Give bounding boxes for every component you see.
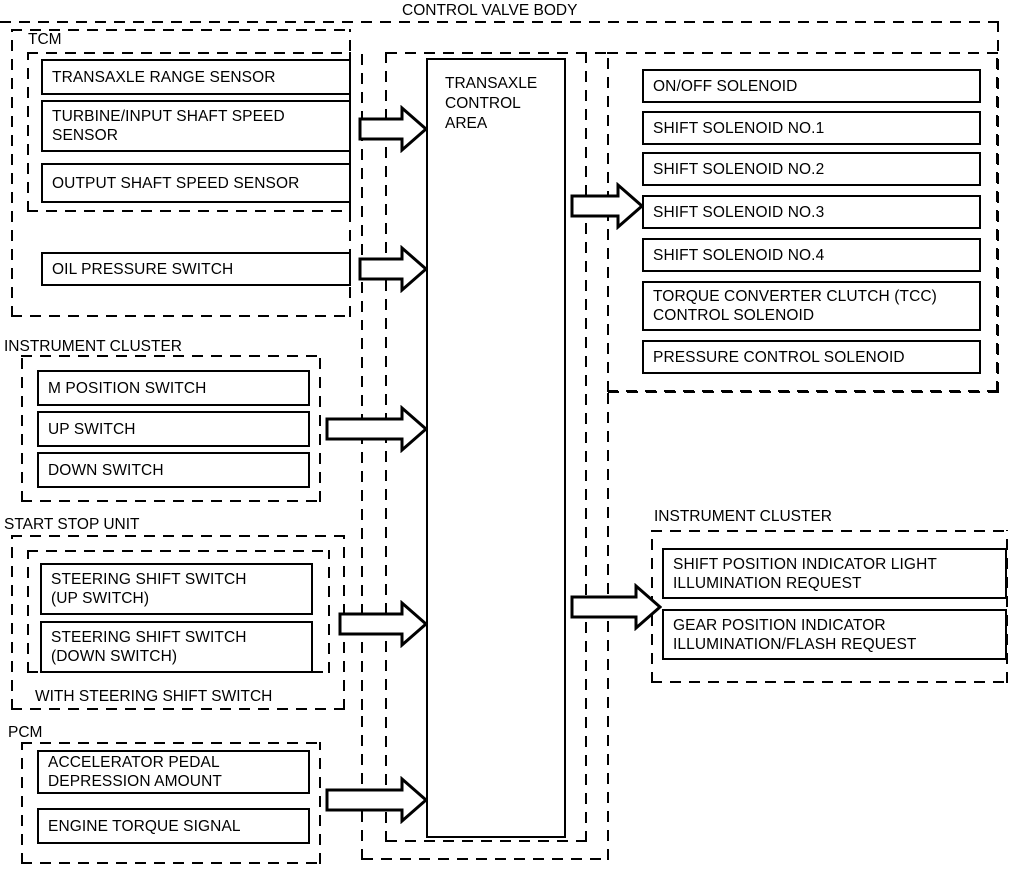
control-valve-body-bottom-left-edge	[362, 858, 609, 860]
arrow-control-area-to-instrument-cluster	[570, 583, 662, 631]
tcm-envelope-right-edge	[585, 52, 587, 842]
input-box-steering-shift-switch-down[interactable]: STEERING SHIFT SWITCH (DOWN SWITCH)	[40, 621, 313, 673]
input-box-engine-torque-signal[interactable]: ENGINE TORQUE SIGNAL	[37, 808, 310, 844]
transaxle-control-area-block: TRANSAXLE CONTROL AREA	[426, 58, 566, 838]
control-valve-body-left-lower-vertical	[361, 716, 363, 860]
label: STEERING SHIFT SWITCH (DOWN SWITCH)	[51, 629, 247, 665]
tcm-envelope-left-edge	[385, 52, 387, 842]
input-box-up-switch[interactable]: UP SWITCH	[37, 411, 310, 447]
output-box-shift-solenoid-no4[interactable]: SHIFT SOLENOID NO.4	[642, 238, 981, 272]
input-box-steering-shift-switch-up[interactable]: STEERING SHIFT SWITCH (UP SWITCH)	[40, 563, 313, 615]
arrow-cluster-switches-to-control-area	[325, 405, 428, 453]
label: DOWN SWITCH	[48, 461, 164, 479]
tcm-envelope-bottom-edge	[386, 840, 586, 842]
label: TURBINE/INPUT SHAFT SPEED SENSOR	[52, 108, 285, 144]
label: PRESSURE CONTROL SOLENOID	[653, 348, 905, 366]
input-box-m-position-switch[interactable]: M POSITION SWITCH	[37, 370, 310, 406]
output-box-pressure-control-solenoid[interactable]: PRESSURE CONTROL SOLENOID	[642, 340, 981, 374]
label: UP SWITCH	[48, 420, 136, 438]
output-box-shift-position-indicator-light-request[interactable]: SHIFT POSITION INDICATOR LIGHT ILLUMINAT…	[662, 548, 1007, 599]
control-valve-body-lower-left-edge	[607, 391, 609, 860]
control-valve-body-top-edge	[0, 21, 1000, 23]
arrow-steering-switches-to-control-area	[338, 600, 428, 648]
input-box-oil-pressure-switch[interactable]: OIL PRESSURE SWITCH	[41, 252, 351, 286]
input-box-accelerator-pedal-depression-amount[interactable]: ACCELERATOR PEDAL DEPRESSION AMOUNT	[37, 750, 310, 794]
label: SHIFT SOLENOID NO.2	[653, 160, 825, 178]
output-box-gear-position-indicator-request[interactable]: GEAR POSITION INDICATOR ILLUMINATION/FLA…	[662, 609, 1007, 660]
with-steering-shift-switch-note: WITH STEERING SHIFT SWITCH	[35, 688, 273, 705]
label: ACCELERATOR PEDAL DEPRESSION AMOUNT	[48, 754, 222, 790]
diagram-title: CONTROL VALVE BODY	[396, 2, 584, 20]
arrow-oil-pressure-to-control-area	[358, 245, 428, 293]
output-box-shift-solenoid-no1[interactable]: SHIFT SOLENOID NO.1	[642, 111, 981, 145]
control-valve-body-left-middle-vertical	[361, 320, 363, 710]
instrument-cluster-left-group-label: INSTRUMENT CLUSTER	[0, 338, 186, 355]
label: ENGINE TORQUE SIGNAL	[48, 817, 241, 835]
label: OUTPUT SHAFT SPEED SENSOR	[52, 174, 300, 192]
label: STEERING SHIFT SWITCH (UP SWITCH)	[51, 571, 247, 607]
arrow-sensors-to-control-area	[358, 105, 428, 153]
arrow-pcm-to-control-area	[325, 776, 428, 824]
label: SHIFT POSITION INDICATOR LIGHT ILLUMINAT…	[673, 555, 937, 592]
control-valve-body-left-upper-vertical	[361, 52, 363, 312]
output-box-shift-solenoid-no3[interactable]: SHIFT SOLENOID NO.3	[642, 195, 981, 229]
instrument-cluster-right-group-label: INSTRUMENT CLUSTER	[650, 508, 836, 525]
tcm-group-label: TCM	[24, 31, 66, 48]
label: SHIFT SOLENOID NO.1	[653, 119, 825, 137]
label: ON/OFF SOLENOID	[653, 77, 798, 95]
start-stop-unit-group-label: START STOP UNIT	[0, 516, 144, 533]
pcm-group-label: PCM	[4, 724, 47, 741]
control-valve-body-bottom-edge	[608, 391, 999, 393]
label: OIL PRESSURE SWITCH	[52, 260, 234, 278]
output-box-on-off-solenoid[interactable]: ON/OFF SOLENOID	[642, 69, 981, 103]
arrow-control-area-to-solenoids	[570, 182, 644, 230]
label: TRANSAXLE RANGE SENSOR	[52, 68, 276, 86]
output-box-shift-solenoid-no2[interactable]: SHIFT SOLENOID NO.2	[642, 152, 981, 186]
input-box-turbine-input-shaft-speed-sensor[interactable]: TURBINE/INPUT SHAFT SPEED SENSOR	[41, 100, 351, 152]
tcm-envelope-top-edge	[386, 52, 612, 54]
control-valve-body-right-edge	[997, 21, 999, 393]
output-box-tcc-control-solenoid[interactable]: TORQUE CONVERTER CLUTCH (TCC) CONTROL SO…	[642, 281, 981, 331]
label: M POSITION SWITCH	[48, 379, 207, 397]
input-box-output-shaft-speed-sensor[interactable]: OUTPUT SHAFT SPEED SENSOR	[41, 163, 351, 203]
label: GEAR POSITION INDICATOR ILLUMINATION/FLA…	[673, 616, 917, 653]
label: TORQUE CONVERTER CLUTCH (TCC) CONTROL SO…	[653, 288, 937, 324]
label: SHIFT SOLENOID NO.4	[653, 246, 825, 264]
input-box-down-switch[interactable]: DOWN SWITCH	[37, 452, 310, 488]
input-box-transaxle-range-sensor[interactable]: TRANSAXLE RANGE SENSOR	[41, 59, 351, 95]
label: SHIFT SOLENOID NO.3	[653, 203, 825, 221]
